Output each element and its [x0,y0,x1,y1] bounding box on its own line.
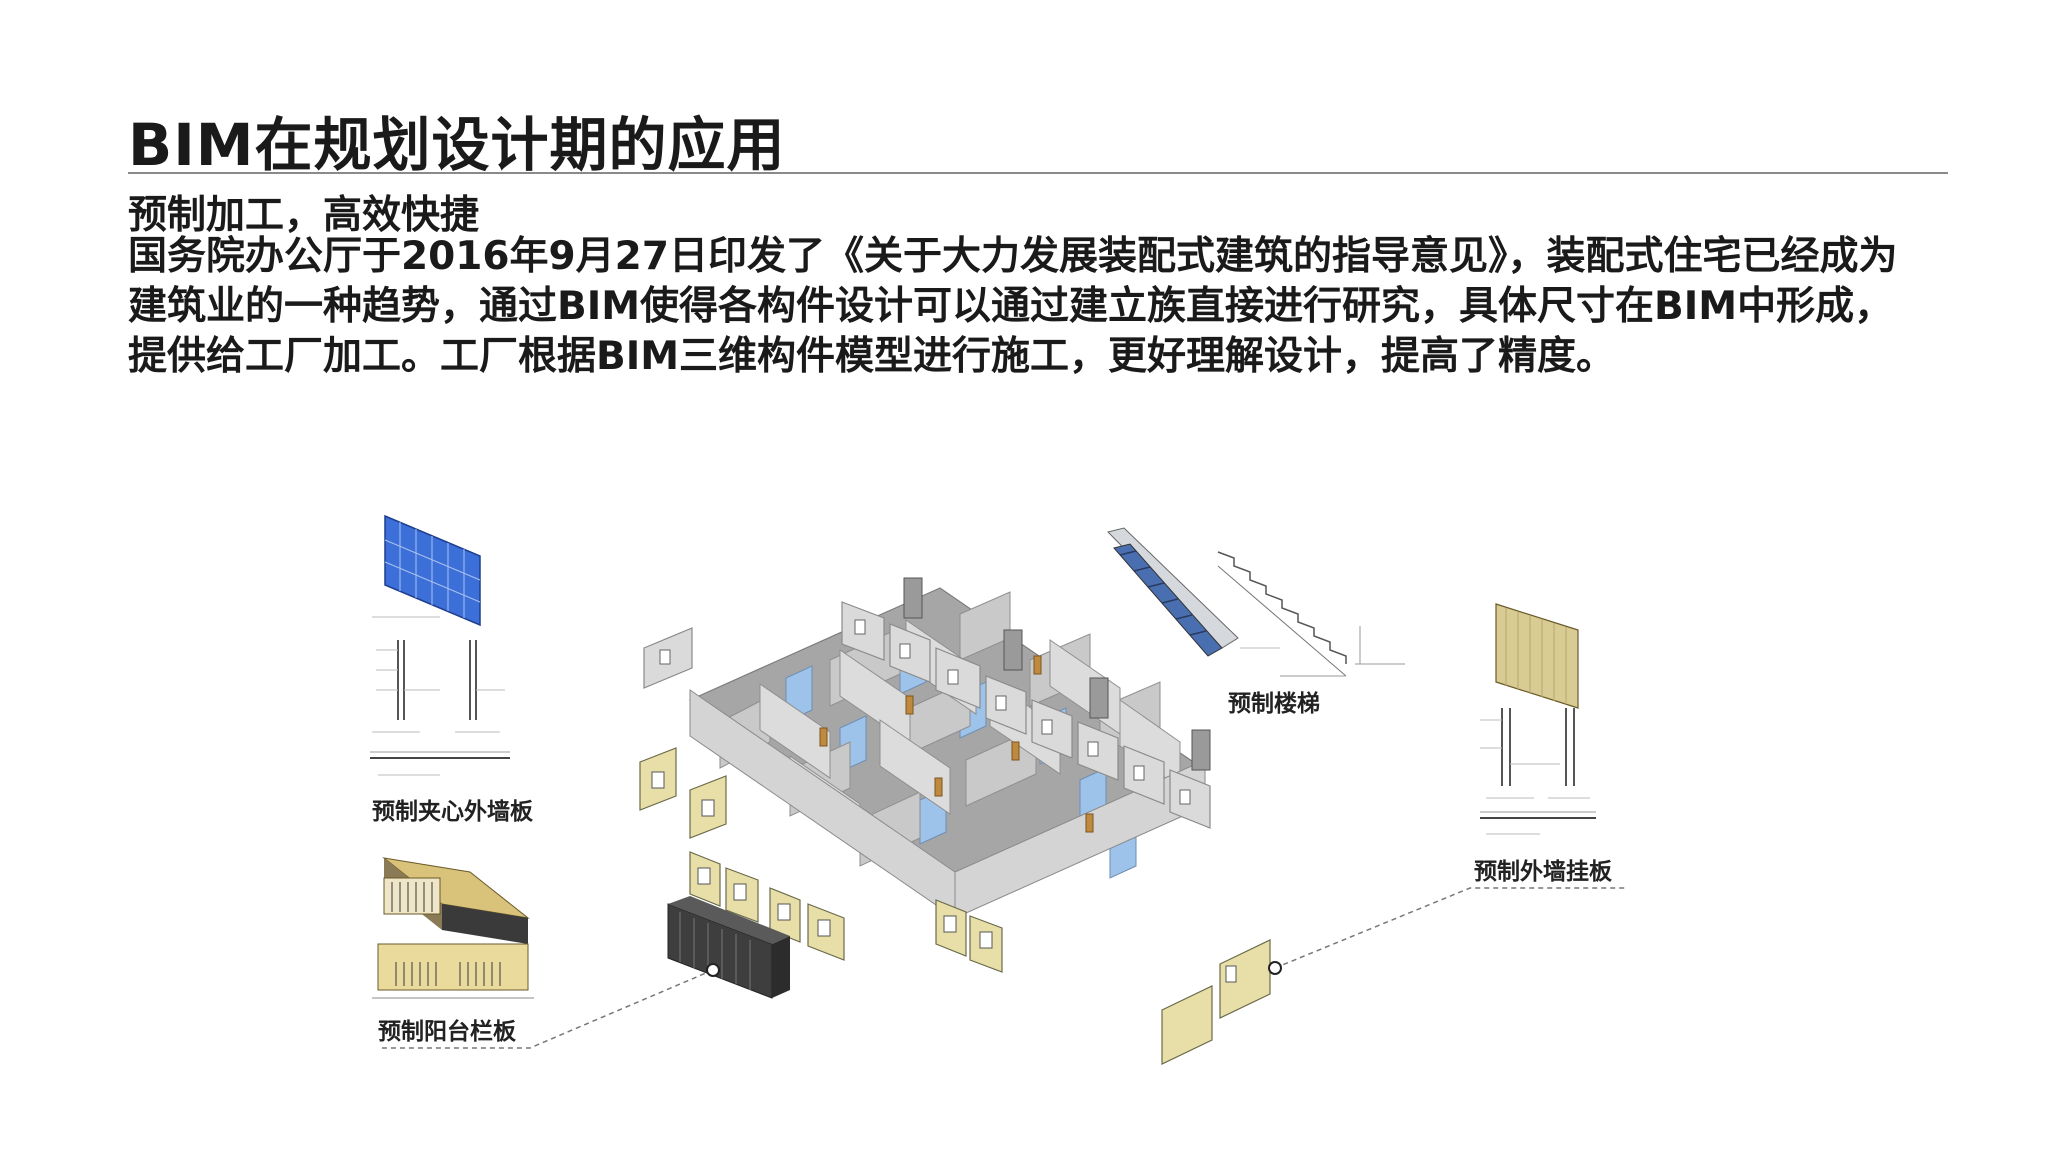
slide-paragraph: 国务院办公厅于2016年9月27日印发了《关于大力发展装配式建筑的指导意见》，装… [128,234,1898,379]
floor-plan-model [688,587,1207,919]
stairs-illustration [1107,527,1405,677]
exploded-columns [903,577,1211,771]
label-stairs: 预制楼梯 [1228,691,1320,717]
slide-title: BIM在规划设计期的应用 [128,111,786,179]
label-hanging-wall: 预制外墙挂板 [1474,859,1612,885]
title-divider [128,172,1948,174]
slide-subtitle: 预制加工，高效快捷 [128,193,480,238]
label-balcony: 预制阳台栏板 [378,1019,516,1045]
sandwich-wall-illustration [370,514,510,776]
window-glyphs-rear [659,619,1191,805]
label-sandwich-wall: 预制夹心外墙板 [372,799,533,825]
window-glyphs-front [651,771,1237,983]
balcony-module [667,896,790,999]
hanging-wall-illustration [1480,603,1596,835]
balcony-illustration [372,857,534,999]
leader-dots [706,961,1282,977]
leader-lines [380,887,1628,1049]
